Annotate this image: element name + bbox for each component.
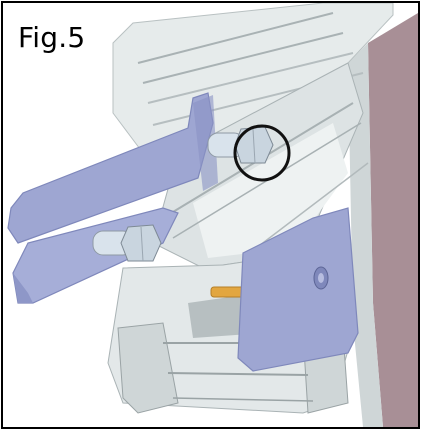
back-plate-slot	[193, 95, 218, 191]
lower-rail-line-3	[172, 397, 314, 402]
top-profile-groove-2	[142, 32, 344, 84]
figure-frame: Fig.5	[1, 1, 420, 429]
orange-pin	[210, 286, 246, 298]
left-plate-side	[13, 273, 33, 303]
top-profile-groove-3	[147, 52, 354, 104]
lower-rail-line-2	[167, 372, 309, 376]
rear-panel	[368, 13, 418, 427]
top-profile-groove-1	[137, 12, 334, 64]
figure-label: Fig.5	[18, 21, 86, 54]
circle-callout-icon	[233, 124, 291, 182]
front-mounting-plate	[237, 207, 359, 372]
front-plate-fastener-inner	[318, 273, 324, 283]
hex-bolt-icon	[92, 224, 162, 262]
lower-left-foot	[117, 322, 179, 414]
rail-assembly-diagram	[7, 3, 418, 427]
